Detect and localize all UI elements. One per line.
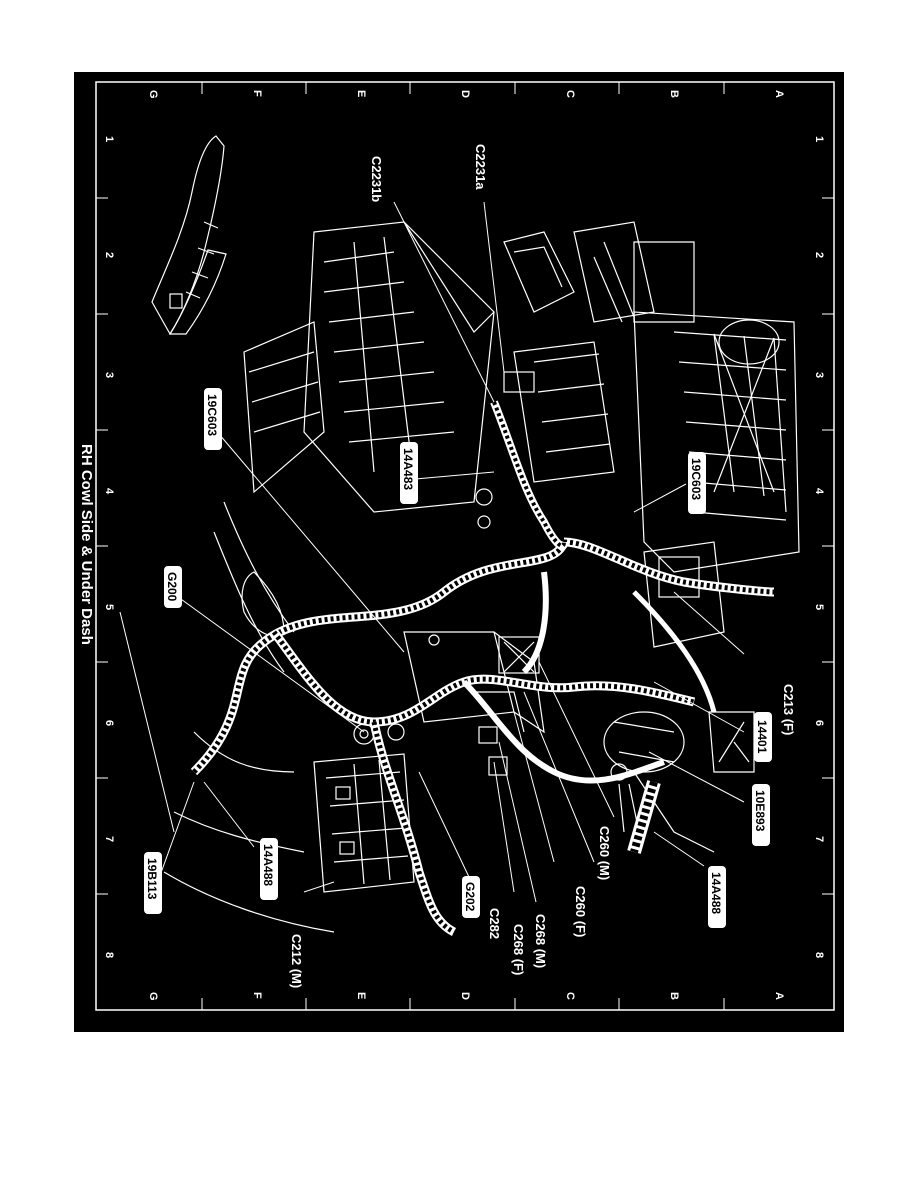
- grid-letter-d-bottom: D: [459, 992, 471, 1000]
- vehicle-locator-icon: [151, 135, 227, 336]
- boxed-labels: 19C603 19C603 14A483 14401 10E893 14A488…: [144, 388, 772, 928]
- grid-letter-a-top: A: [773, 90, 785, 98]
- svg-text:14A488: 14A488: [709, 872, 723, 914]
- svg-text:14A483: 14A483: [401, 448, 415, 490]
- grid-letter-b-top: B: [668, 90, 680, 98]
- svg-text:19B113: 19B113: [145, 858, 159, 900]
- grid-top-letters: A B C D E F G: [147, 90, 785, 99]
- boxed-label-14401: 14401: [754, 712, 772, 762]
- grid-number-4-left: 4: [103, 488, 115, 495]
- grid-number-6-left: 6: [103, 720, 115, 726]
- label-c212-m: C212 (M): [289, 934, 304, 988]
- leader-lines: [119, 201, 745, 903]
- boxed-label-19b113: 19B113: [144, 852, 162, 914]
- grid-number-8-left: 8: [103, 952, 115, 958]
- grid-right-numbers: 1 2 3 4 5 6 7 8: [813, 136, 825, 958]
- boxed-label-14a483: 14A483: [400, 442, 418, 504]
- grid-number-7-left: 7: [103, 836, 115, 842]
- grid-letter-g-bottom: G: [147, 992, 159, 1001]
- mounting-bracket: [403, 631, 545, 734]
- label-c2231a: C2231a: [473, 144, 488, 190]
- svg-text:10E893: 10E893: [753, 790, 767, 832]
- wiring-harness: [190, 400, 775, 937]
- grid-bottom-letters: A B C D E F G: [147, 992, 785, 1001]
- grid-letter-a-bottom: A: [773, 992, 785, 1000]
- grid-letter-g-top: G: [147, 90, 159, 99]
- grid-letter-c-bottom: C: [564, 992, 576, 1000]
- svg-text:14401: 14401: [755, 720, 769, 754]
- diagram-title: RH Cowl Side & Under Dash: [78, 444, 95, 645]
- svg-text:14A488: 14A488: [261, 844, 275, 886]
- grid-letter-e-bottom: E: [355, 992, 367, 999]
- boxed-label-14a488-right: 14A488: [708, 866, 726, 928]
- hvac-housing: [503, 221, 800, 648]
- illustration: [151, 135, 800, 933]
- grid-number-1-right: 1: [813, 136, 825, 142]
- c212-connector-block: [313, 753, 415, 893]
- diagram-frame: A B C D E F G A B C D E F G 1 2 3 4: [74, 72, 844, 1032]
- grid-letter-e-top: E: [355, 90, 367, 97]
- module-box: [513, 341, 615, 483]
- grid-letter-f-top: F: [251, 90, 263, 97]
- grid-letter-b-bottom: B: [668, 992, 680, 1000]
- label-c2231b: C2231b: [369, 156, 384, 202]
- grid-number-5-left: 5: [103, 604, 115, 610]
- grid-left-numbers: 1 2 3 4 5 6 7 8: [103, 136, 115, 958]
- grid-number-2-right: 2: [813, 252, 825, 258]
- grid-number-4-right: 4: [813, 488, 825, 495]
- grid-letter-f-bottom: F: [251, 992, 263, 999]
- grid-letter-c-top: C: [564, 90, 576, 98]
- svg-text:G200: G200: [165, 572, 179, 602]
- boxed-label-g200: G200: [164, 566, 182, 608]
- grid-number-3-right: 3: [813, 372, 825, 378]
- grid-number-1-left: 1: [103, 136, 115, 142]
- grid-number-5-right: 5: [813, 604, 825, 610]
- connector-labels: C2231a C2231b C213 (F) C260 (M) C260 (F)…: [289, 144, 796, 988]
- grid-number-7-right: 7: [813, 836, 825, 842]
- svg-text:19C603: 19C603: [689, 458, 703, 500]
- svg-text:G202: G202: [463, 882, 477, 912]
- boxed-label-19c603-top: 19C603: [688, 452, 706, 514]
- blower-motor: [603, 711, 755, 853]
- label-c260-f: C260 (F): [573, 886, 588, 937]
- boxed-label-14a488-left: 14A488: [260, 838, 278, 900]
- label-c268-m: C268 (M): [533, 914, 548, 968]
- label-c213-f: C213 (F): [781, 684, 796, 735]
- svg-text:19C603: 19C603: [205, 394, 219, 436]
- grid-number-2-left: 2: [103, 252, 115, 258]
- diagram-canvas: A B C D E F G A B C D E F G 1 2 3 4: [78, 81, 835, 1011]
- grid-ticks: [96, 82, 834, 1010]
- boxed-label-19c603-left: 19C603: [204, 388, 222, 450]
- grid-number-6-right: 6: [813, 720, 825, 726]
- boxed-label-g202: G202: [462, 876, 480, 918]
- grid-number-3-left: 3: [103, 372, 115, 378]
- label-c268-f: C268 (F): [511, 924, 526, 975]
- boxed-label-10e893: 10E893: [752, 784, 770, 846]
- label-c260-m: C260 (M): [597, 826, 612, 880]
- label-c282: C282: [487, 908, 502, 939]
- grid-letter-d-top: D: [459, 90, 471, 98]
- grid-number-8-right: 8: [813, 952, 825, 958]
